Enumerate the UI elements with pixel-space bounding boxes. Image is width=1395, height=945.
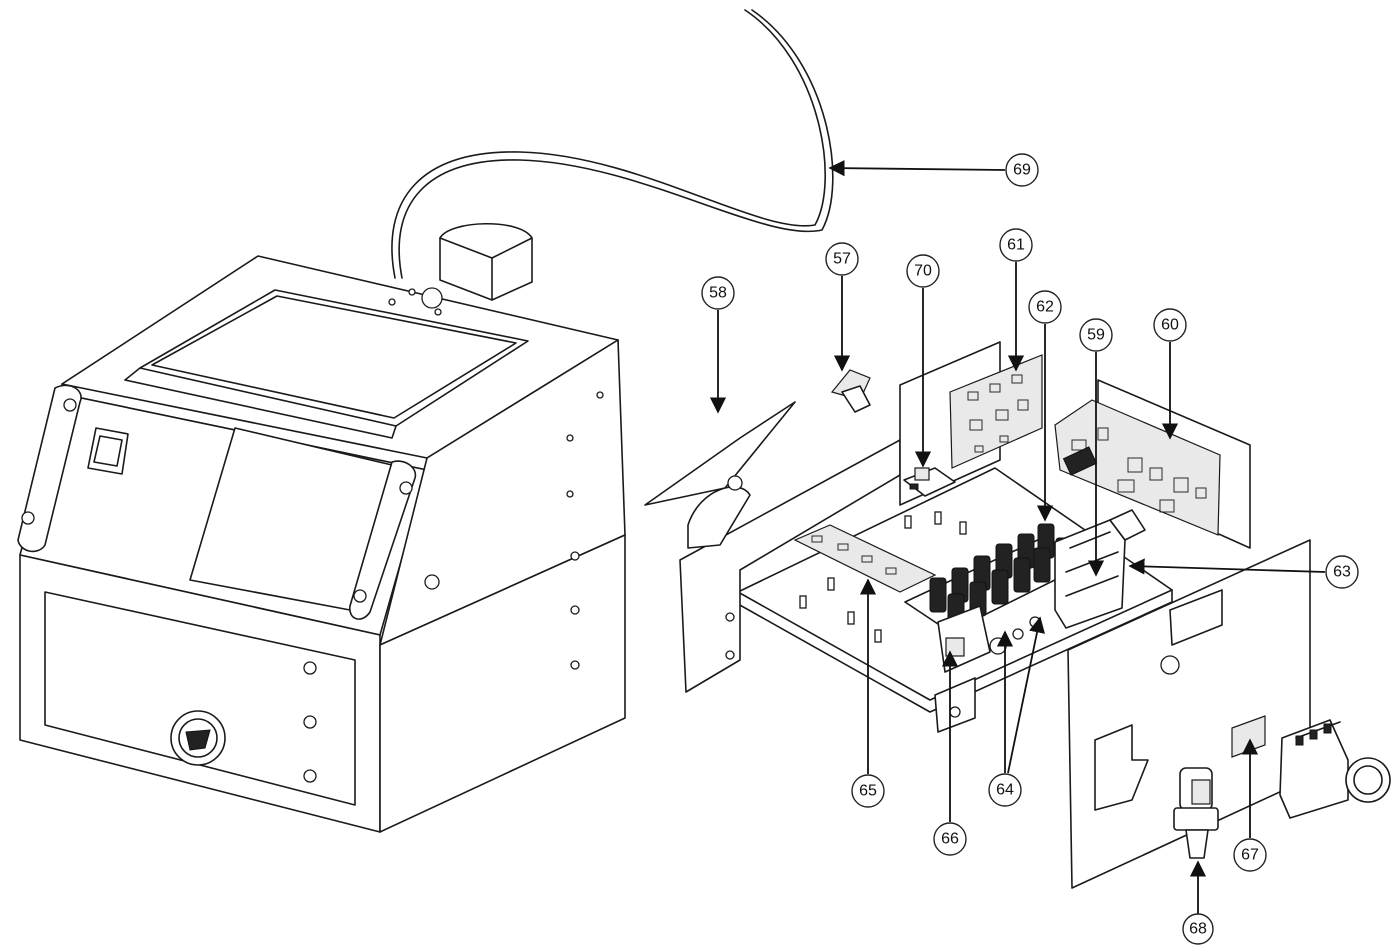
assembled-machine xyxy=(17,9,834,833)
callout-66: 66 xyxy=(933,822,967,856)
exploded-internals xyxy=(644,341,1391,889)
svg-text:60: 60 xyxy=(1161,317,1179,334)
callout-59: 59 xyxy=(1079,318,1113,352)
callout-63: 63 xyxy=(1325,555,1359,589)
callout-58: 58 xyxy=(701,276,735,310)
svg-text:59: 59 xyxy=(1087,327,1105,344)
callout-60: 60 xyxy=(1153,308,1187,342)
svg-text:69: 69 xyxy=(1013,162,1031,179)
leader-69 xyxy=(828,160,1006,177)
svg-text:63: 63 xyxy=(1333,564,1351,581)
callout-57: 57 xyxy=(825,242,859,276)
svg-text:67: 67 xyxy=(1241,847,1259,864)
leader-64b xyxy=(1007,616,1045,774)
callout-70: 70 xyxy=(906,254,940,288)
callout-65: 65 xyxy=(851,774,885,808)
callout-62: 62 xyxy=(1028,290,1062,324)
svg-text:65: 65 xyxy=(859,783,877,800)
callout-67: 67 xyxy=(1233,838,1267,872)
callouts: 69 57 58 70 61 62 59 60 xyxy=(701,153,1359,945)
callout-64: 64 xyxy=(988,773,1022,807)
svg-text:70: 70 xyxy=(914,263,932,280)
leader-lines xyxy=(709,160,1326,914)
callout-69: 69 xyxy=(1005,153,1039,187)
svg-text:57: 57 xyxy=(833,251,851,268)
callout-68: 68 xyxy=(1182,913,1214,945)
svg-text:64: 64 xyxy=(996,782,1014,799)
leader-63 xyxy=(1128,558,1326,575)
callout-61: 61 xyxy=(999,228,1033,262)
svg-text:58: 58 xyxy=(709,285,727,302)
svg-text:68: 68 xyxy=(1189,921,1207,938)
svg-text:62: 62 xyxy=(1036,299,1054,316)
svg-text:61: 61 xyxy=(1007,237,1025,254)
svg-text:66: 66 xyxy=(941,831,959,848)
